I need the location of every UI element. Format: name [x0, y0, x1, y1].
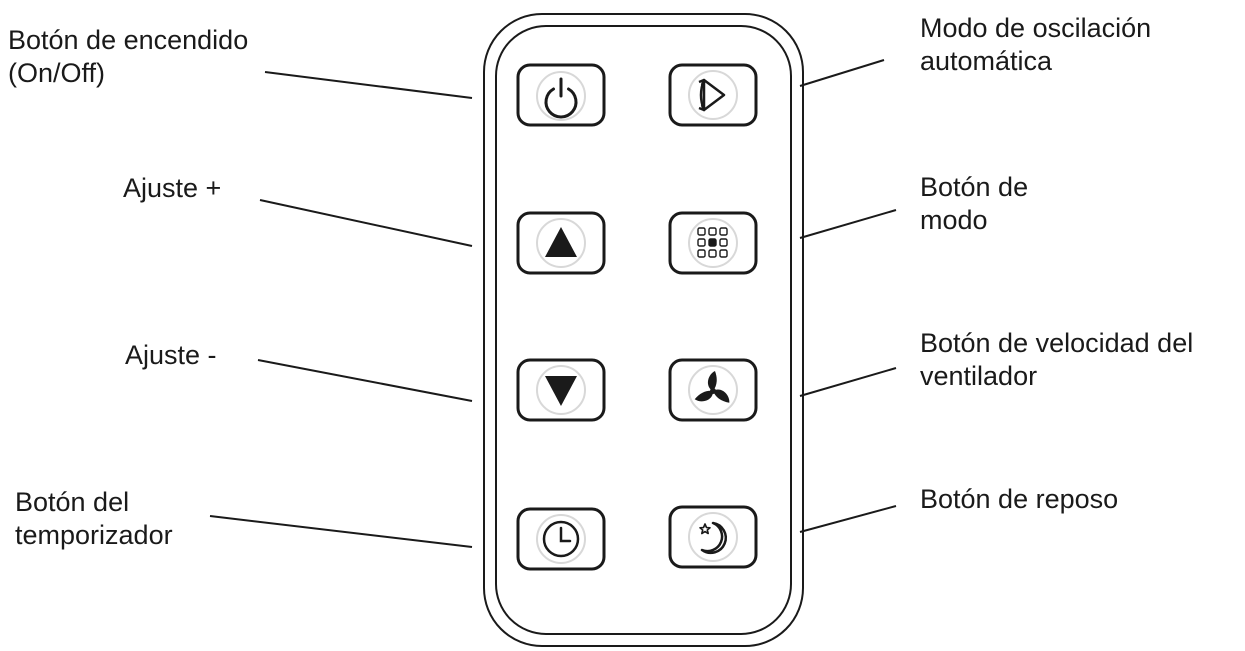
- label-fan-speed: Botón de velocidad del ventilador: [920, 327, 1193, 393]
- label-minus: Ajuste -: [125, 339, 217, 372]
- label-timer: Botón del temporizador: [15, 486, 173, 552]
- plus-button[interactable]: [516, 211, 606, 275]
- label-power-line-1: Botón de encendido: [8, 25, 249, 55]
- leader-line-fan-speed: [799, 367, 897, 397]
- label-power-line-2: (On/Off): [8, 58, 106, 88]
- timer-button[interactable]: [516, 507, 606, 571]
- power-button[interactable]: [516, 63, 606, 127]
- label-mode: Botón de modo: [920, 171, 1028, 237]
- triangle-down-icon: [545, 376, 577, 406]
- mode-button[interactable]: [668, 211, 758, 275]
- label-power: Botón de encendido (On/Off): [8, 24, 248, 90]
- label-sleep: Botón de reposo: [920, 483, 1118, 516]
- label-plus-line-1: Ajuste +: [123, 173, 222, 203]
- fan-speed-button[interactable]: [668, 358, 758, 422]
- label-mode-line-2: modo: [920, 205, 988, 235]
- mode-grid-icon: [697, 227, 728, 258]
- triangle-up-icon: [545, 227, 577, 257]
- oscillation-button[interactable]: [668, 63, 758, 127]
- power-icon: [544, 77, 578, 119]
- sleep-button[interactable]: [668, 505, 758, 569]
- leader-line-mode: [799, 209, 897, 239]
- remote-outer-outline: [483, 13, 804, 647]
- leader-line-timer: [209, 515, 473, 548]
- label-fan-speed-line-1: Botón de velocidad del: [920, 328, 1194, 358]
- label-oscillation-line-2: automática: [920, 46, 1053, 76]
- label-oscillation-line-1: Modo de oscilación: [920, 13, 1152, 43]
- clock-icon: [542, 520, 580, 558]
- leader-line-sleep: [799, 505, 897, 533]
- label-fan-speed-line-2: ventilador: [920, 361, 1038, 391]
- label-sleep-line-1: Botón de reposo: [920, 484, 1119, 514]
- label-timer-line-2: temporizador: [15, 520, 173, 550]
- label-oscillation: Modo de oscilación automática: [920, 12, 1151, 78]
- label-minus-line-1: Ajuste -: [125, 340, 217, 370]
- label-plus: Ajuste +: [123, 172, 221, 205]
- leader-line-oscillation: [799, 59, 885, 87]
- label-timer-line-1: Botón del: [15, 487, 130, 517]
- leader-line-minus: [257, 359, 473, 402]
- label-mode-line-1: Botón de: [920, 172, 1029, 202]
- leader-line-power: [264, 71, 473, 99]
- leader-line-plus: [259, 199, 473, 247]
- remote-inner-outline: [495, 25, 792, 635]
- minus-button[interactable]: [516, 358, 606, 422]
- oscillation-icon: [698, 78, 726, 112]
- fan-icon: [694, 371, 730, 403]
- moon-star-icon: [699, 521, 727, 555]
